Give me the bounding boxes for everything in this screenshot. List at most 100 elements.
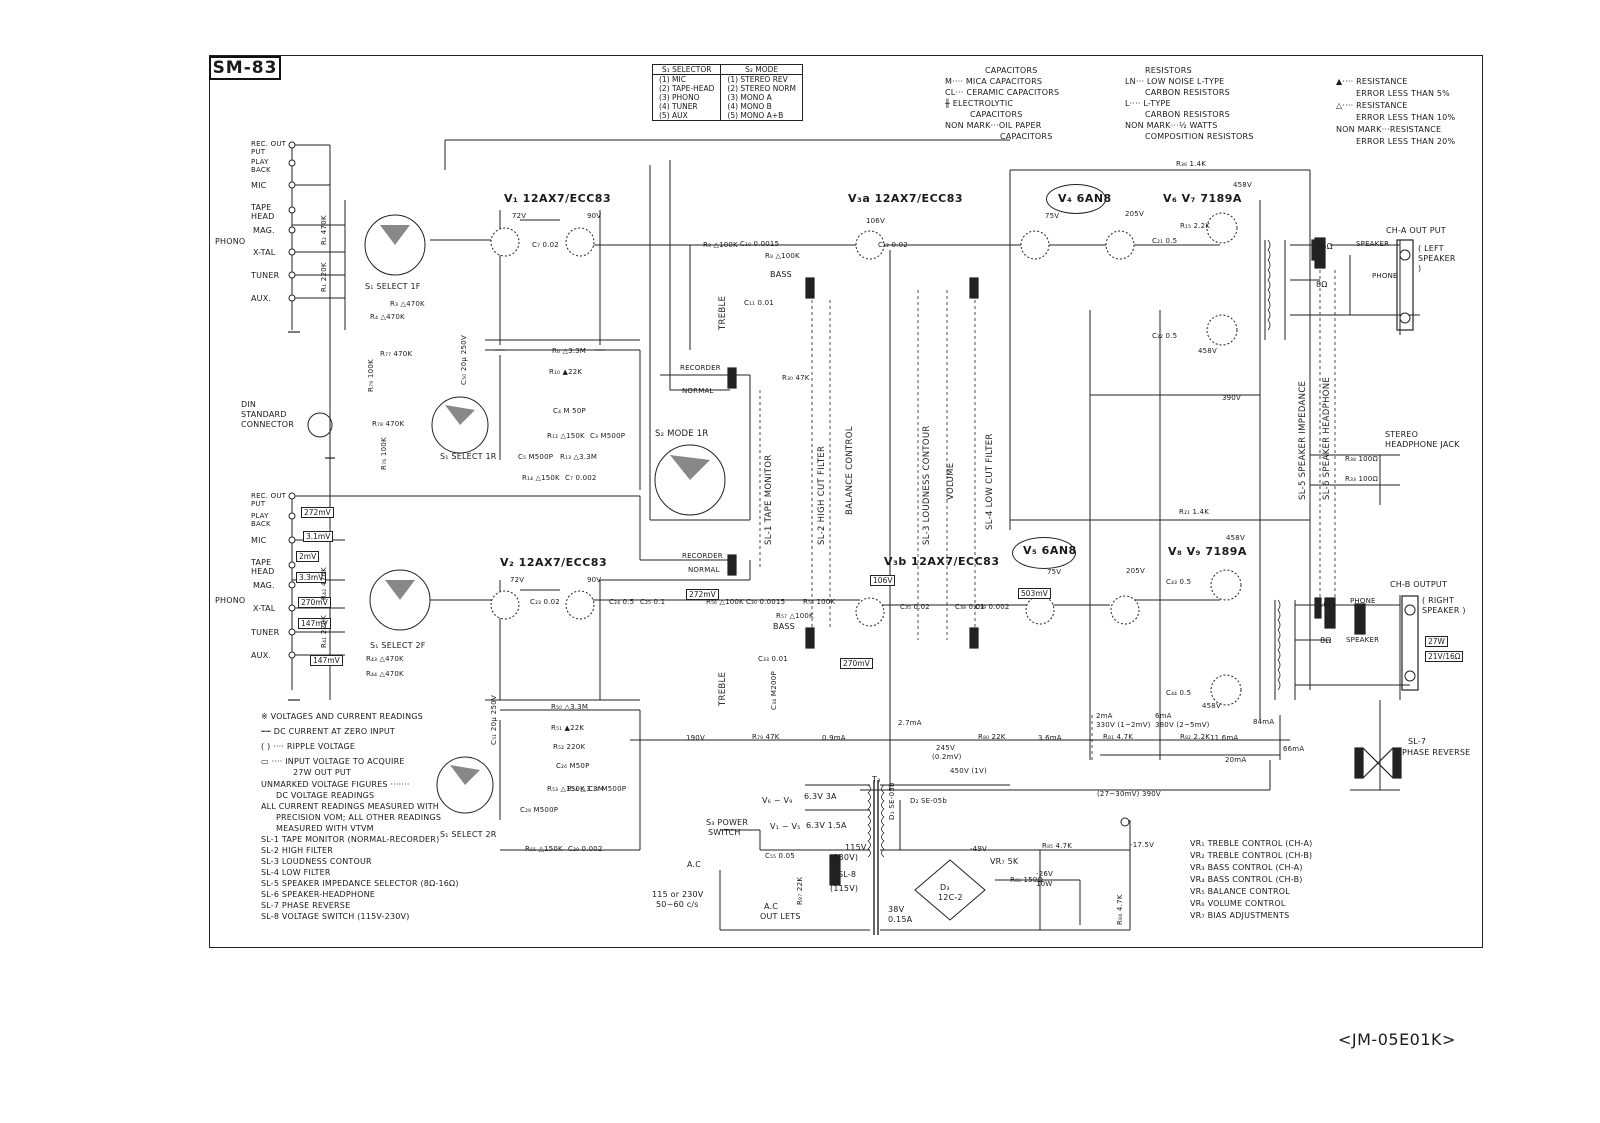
- output-power-box: 27W: [1425, 636, 1448, 647]
- voltage: (27~30mV) 390V: [1097, 790, 1161, 798]
- cha-output-label: CH-A OUT PUT: [1386, 226, 1446, 235]
- current: 11.6mA: [1210, 734, 1239, 742]
- current: 84mA: [1253, 718, 1275, 726]
- resistor: R₄ △470K: [370, 313, 405, 321]
- resistor: R₈₂ 2.2K: [1180, 733, 1211, 741]
- resistor: R₁₂ △150K: [547, 432, 585, 440]
- tube-v6-v7: V₆ V₇ 7189A: [1163, 192, 1242, 205]
- voltage: 450V (1V): [950, 767, 987, 775]
- resistor: R₇₆ 100K: [380, 436, 388, 470]
- power-switch-label: S₃ POWER: [706, 818, 749, 827]
- resistor: R₃ △470K: [390, 300, 425, 308]
- capacitor: C₃₄ M200P: [770, 670, 778, 710]
- note-line: ※ VOLTAGES AND CURRENT READINGS: [261, 712, 423, 721]
- voltage: 90V: [587, 576, 602, 584]
- tap-8ohm-b: 8Ω: [1320, 636, 1332, 645]
- sl2-high-cut-label: SL-2 HIGH CUT FILTER: [817, 445, 827, 545]
- resistor: R₅₀ △3.3M: [551, 703, 589, 711]
- resistor: R₈₄ 4.7K: [1116, 894, 1124, 925]
- s1-item: (1) MIC: [651, 74, 722, 84]
- input-voltage-box: 270mV: [840, 658, 873, 669]
- ac-outlets: A.C: [764, 902, 779, 911]
- input-voltage-box: 2mV: [296, 551, 320, 562]
- voltage: 75V: [1045, 212, 1060, 220]
- sl-item: SL-1 TAPE MONITOR (NORMAL-RECORDER): [261, 835, 440, 844]
- voltage: 75V: [1047, 568, 1062, 576]
- voltage: 10W: [1036, 880, 1053, 888]
- legend-line: CARBON RESISTORS: [1145, 88, 1230, 97]
- input-tuner: TUNER: [251, 271, 280, 280]
- rectifier-d1: D₁ SE-05b: [888, 782, 896, 820]
- vr-item: VR₆ VOLUME CONTROL: [1190, 899, 1286, 908]
- voltage: 245V: [936, 744, 955, 752]
- resistor: R₈₆ 150Ω: [1010, 876, 1044, 884]
- input-aux: AUX.: [251, 294, 272, 303]
- s1-select-1f: S₁ SELECT 1F: [365, 282, 421, 291]
- resistor: R₇₈ 470K: [372, 420, 405, 428]
- resistor: R₂₁ 1.4K: [1179, 508, 1210, 516]
- vr-item: VR₄ BASS CONTROL (CH-B): [1190, 875, 1303, 884]
- resistor: R₅₆ △100K: [706, 598, 744, 606]
- resistor: R₅₇ △100K: [776, 612, 814, 620]
- treble-b-label: TREBLE: [718, 671, 728, 706]
- note-line: ┅┅ DC CURRENT AT ZERO INPUT: [261, 727, 396, 736]
- sl7-label: SL-7: [1408, 737, 1427, 746]
- legend-line: M···· MICA CAPACITORS: [945, 77, 1043, 86]
- tube-v5-highlight: [1012, 537, 1076, 569]
- din-line: CONNECTOR: [241, 420, 295, 429]
- capacitor: C₂₉ 0.002: [568, 845, 603, 853]
- phone-a-label: PHONE: [1372, 272, 1398, 280]
- ac-outlets-2: OUT LETS: [760, 912, 801, 921]
- voltage: 190V: [686, 734, 705, 742]
- resistor: R₉ △100K: [703, 241, 738, 249]
- tube-v8-v9: V₈ V₉ 7189A: [1168, 545, 1247, 558]
- vr-item: VR₂ TREBLE CONTROL (CH-B): [1190, 851, 1313, 860]
- resistor: R₅₅ △150K: [525, 845, 563, 853]
- sl8-label: SL-8: [838, 870, 857, 879]
- legend-line: ERROR LESS THAN 5%: [1356, 89, 1450, 98]
- s2-item: (4) MONO B: [720, 102, 803, 111]
- current: 2mA: [1096, 712, 1113, 720]
- legend-line: COMPOSITION RESISTORS: [1145, 132, 1254, 141]
- model-label: SM-83: [209, 56, 281, 80]
- legend-line: NON MARK···OIL PAPER: [945, 121, 1042, 130]
- voltage: -26V: [1036, 870, 1054, 878]
- resistor: R₁ 220K: [320, 262, 328, 292]
- capacitor: C₄₄ 0.5: [1166, 689, 1192, 697]
- note-line: UNMARKED VOLTAGE FIGURES ·······: [261, 780, 410, 789]
- capacitor: C₂₆ M50P: [556, 762, 590, 770]
- current: 6mA: [1155, 712, 1172, 720]
- chb-output-label: CH-B OUTPUT: [1390, 580, 1448, 589]
- s1-item: (3) PHONO: [651, 93, 722, 102]
- s2-item: (5) MONO A+B: [720, 111, 803, 121]
- resistor: R₅₂ 220K: [553, 743, 586, 751]
- capacitor: C₃₉ 0.002: [975, 603, 1010, 611]
- capacitor: C₄ M 50P: [553, 407, 586, 415]
- s2-item: (2) STEREO NORM: [720, 84, 803, 93]
- treble-a-label: TREBLE: [718, 295, 728, 330]
- input-tape-head: TAPE HEAD: [251, 203, 275, 221]
- legend-line: CARBON RESISTORS: [1145, 110, 1230, 119]
- tube-v4-highlight: [1046, 184, 1106, 214]
- recorder-label-b: RECORDER: [682, 552, 723, 560]
- winding-38v: 38V: [888, 905, 905, 914]
- sl-item: SL-5 SPEAKER IMPEDANCE SELECTOR (8Ω-16Ω): [261, 879, 459, 888]
- resistor: R₃₃ 100Ω: [1345, 475, 1379, 483]
- recorder-label: RECORDER: [680, 364, 721, 372]
- input-rec-out: REC. OUT PUT: [251, 492, 287, 508]
- input-voltage-box: 147mV: [298, 618, 331, 629]
- s1-select-1r: S₁ SELECT 1R: [440, 452, 497, 461]
- vr-item: VR₃ BASS CONTROL (CH-A): [1190, 863, 1303, 872]
- heater-tubes-2: V₁ ~ V₅: [770, 822, 801, 831]
- resistor: R₈ △100K: [765, 252, 800, 260]
- left-speaker-label: ( LEFT SPEAKER ): [1418, 244, 1456, 273]
- sl3-loudness-label: SL-3 LOUDNESS CONTOUR: [922, 425, 932, 545]
- voltage: -49V: [970, 845, 988, 853]
- normal-label-b: NORMAL: [688, 566, 720, 574]
- note-line: MEASURED WITH VTVM: [276, 824, 374, 833]
- voltage: 458V: [1226, 534, 1245, 542]
- sl-item: SL-7 PHASE REVERSE: [261, 901, 351, 910]
- resistor: R₈₀ 22K: [978, 733, 1006, 741]
- heater-winding-1: 6.3V 3A: [804, 792, 837, 801]
- note-line: ALL CURRENT READINGS MEASURED WITH: [261, 802, 440, 811]
